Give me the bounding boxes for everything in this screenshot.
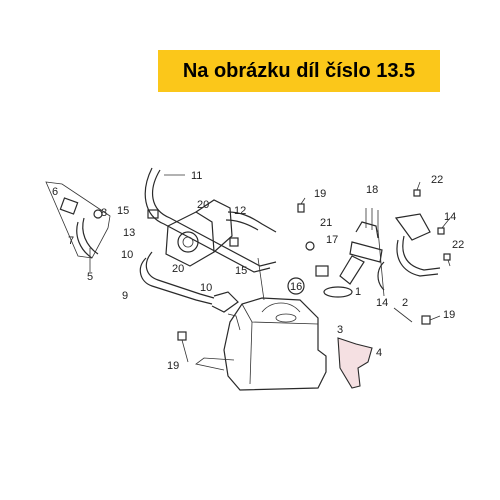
label-6: 6 bbox=[52, 186, 58, 198]
canister-assembly bbox=[147, 199, 239, 267]
fuel-tank bbox=[195, 297, 327, 391]
label-10-top: 10 bbox=[121, 249, 133, 261]
label-22-top: 22 bbox=[431, 174, 443, 186]
connector-17 bbox=[315, 265, 329, 277]
hose-11 bbox=[152, 169, 277, 267]
gasket-16 bbox=[287, 277, 305, 295]
hose-9 bbox=[139, 257, 213, 305]
label-14-bottom: 14 bbox=[376, 297, 388, 309]
label-15-top: 15 bbox=[117, 205, 129, 217]
label-12: 12 bbox=[234, 205, 246, 217]
label-7: 7 bbox=[68, 235, 74, 247]
label-13: 13 bbox=[123, 227, 135, 239]
hose-12 bbox=[227, 211, 277, 233]
label-15-bottom: 15 bbox=[235, 265, 247, 277]
label-19-bottom: 19 bbox=[167, 360, 179, 372]
banner-text: Na obrázku díl číslo 13.5 bbox=[182, 59, 416, 82]
leader-lines bbox=[89, 174, 451, 363]
part-labels: 11 19 18 22 6 8 15 20 12 13 21 14 7 17 2… bbox=[52, 170, 464, 372]
label-10-bottom: 10 bbox=[200, 282, 212, 294]
hose-2-assembly bbox=[377, 213, 441, 291]
label-21: 21 bbox=[320, 217, 332, 229]
bolts bbox=[177, 189, 451, 341]
label-5: 5 bbox=[87, 271, 93, 283]
label-19-top: 19 bbox=[314, 188, 326, 200]
part-number-banner: Na obrázku díl číslo 13.5 bbox=[158, 50, 440, 92]
label-2: 2 bbox=[402, 297, 408, 309]
label-11: 11 bbox=[191, 170, 202, 182]
fuel-pump-assembly bbox=[323, 208, 383, 298]
label-9: 9 bbox=[122, 290, 128, 302]
bracket-assembly bbox=[45, 181, 111, 259]
label-4: 4 bbox=[376, 347, 382, 359]
label-1: 1 bbox=[355, 286, 361, 298]
heat-shield-part-4 bbox=[337, 337, 373, 389]
label-20-top: 20 bbox=[197, 199, 209, 211]
label-16: 16 bbox=[290, 281, 302, 293]
label-18: 18 bbox=[366, 184, 378, 196]
label-20-bottom: 20 bbox=[172, 263, 184, 275]
label-17: 17 bbox=[326, 234, 338, 246]
label-8: 8 bbox=[101, 207, 107, 219]
label-22-right: 22 bbox=[452, 239, 464, 251]
label-14-top: 14 bbox=[444, 211, 456, 223]
label-19-right: 19 bbox=[443, 309, 455, 321]
label-3: 3 bbox=[337, 324, 343, 336]
